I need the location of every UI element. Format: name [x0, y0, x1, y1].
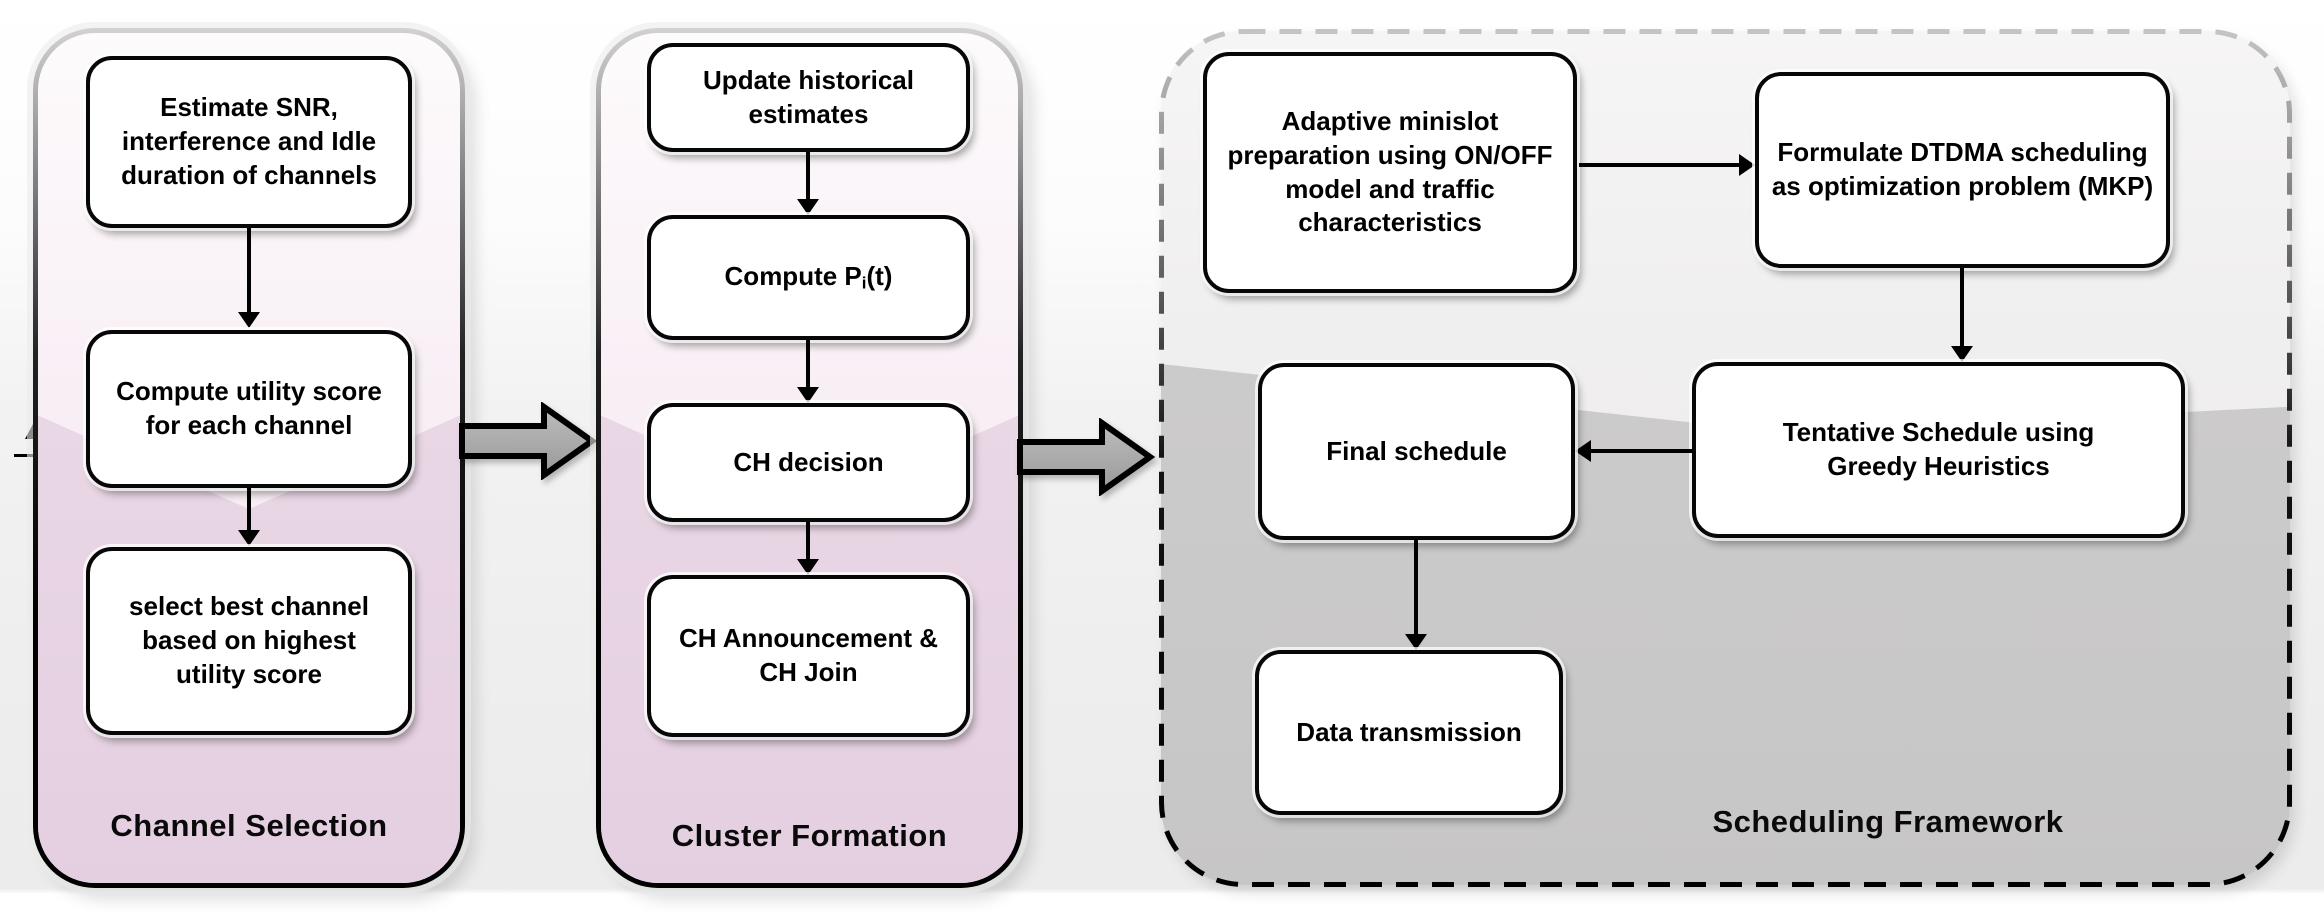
flow-box-formulate-dtdma: Formulate DTDMA scheduling as optimizati… — [1755, 72, 2170, 268]
panel-title-scheduling-framework: Scheduling Framework — [1712, 804, 2064, 839]
block-arrow-right-icon — [458, 402, 598, 480]
flow-box-label: Compute utility score for each channel — [116, 376, 382, 440]
down-arrow-icon — [797, 340, 819, 403]
flow-box-label: Update historical estimates — [703, 64, 914, 129]
down-arrow-icon — [238, 228, 260, 328]
dashed-border — [1159, 29, 2292, 887]
flow-box-final-schedule: Final schedule — [1258, 363, 1575, 540]
flow-box-ch-decision: CH decision — [647, 403, 970, 522]
flow-box-compute-pi-t: Compute Pi(t) — [647, 215, 970, 340]
down-arrow-icon — [797, 522, 819, 575]
flow-box-label: Formulate DTDMA scheduling as optimizati… — [1771, 137, 2154, 201]
flow-box-label: Estimate SNR, interference and Idle dura… — [121, 92, 377, 190]
flow-box-label: select best channel based on highest uti… — [129, 591, 369, 689]
panel-cluster-formation: Update historical estimates Compute Pi(t… — [596, 28, 1023, 888]
panel-title-cluster-formation: Cluster Formation — [671, 818, 948, 853]
flow-box-ch-announcement-join: CH Announcement & CH Join — [647, 575, 970, 737]
block-arrow-right-icon — [1016, 418, 1156, 496]
panel-title-channel-selection: Channel Selection — [110, 808, 388, 843]
flow-box-tentative-schedule: Tentative Schedule using Greedy Heuristi… — [1692, 362, 2185, 538]
flow-box-estimate-snr: Estimate SNR, interference and Idle dura… — [86, 56, 412, 228]
panel-scheduling-framework: Adaptive minislot preparation using ON/O… — [1158, 28, 2293, 888]
left-arrow-icon — [1575, 440, 1692, 462]
panel-channel-selection: Estimate SNR, interference and Idle dura… — [33, 28, 465, 888]
down-arrow-icon — [797, 152, 819, 215]
label-pre: Compute P — [724, 261, 862, 292]
down-arrow-icon — [1405, 540, 1427, 650]
flow-box-label: Compute Pi(t) — [725, 260, 893, 295]
flow-box-update-historical: Update historical estimates — [647, 43, 970, 152]
down-arrow-icon — [1951, 268, 1973, 362]
flow-box-label: Adaptive minislot preparation using ON/O… — [1227, 105, 1553, 238]
flow-box-label: CH decision — [733, 446, 884, 477]
flow-box-adaptive-minislot: Adaptive minislot preparation using ON/O… — [1203, 52, 1577, 293]
flow-box-label: Data transmission — [1296, 716, 1522, 747]
arrow-tick-line — [14, 454, 33, 457]
label-post: (t) — [866, 261, 893, 292]
down-arrow-icon — [238, 488, 260, 546]
flow-box-label: Tentative Schedule using Greedy Heuristi… — [1782, 417, 2095, 481]
label-subscript: i — [861, 273, 867, 293]
flow-box-label: CH Announcement & CH Join — [678, 623, 939, 687]
flow-box-data-transmission: Data transmission — [1255, 650, 1563, 815]
flow-box-label: Final schedule — [1326, 435, 1507, 466]
flow-box-compute-utility: Compute utility score for each channel — [86, 330, 412, 488]
right-arrow-icon — [1579, 154, 1755, 176]
flow-box-select-best-channel: select best channel based on highest uti… — [86, 547, 412, 735]
